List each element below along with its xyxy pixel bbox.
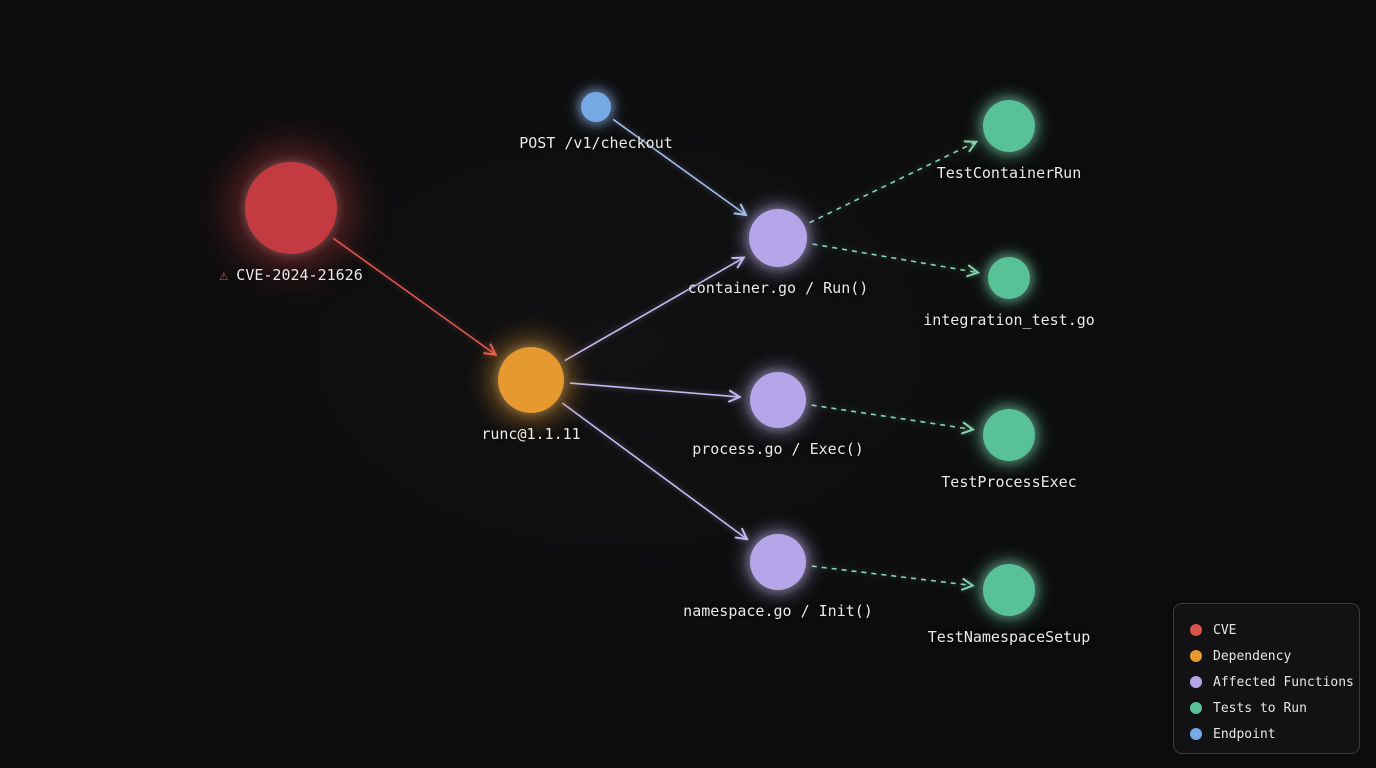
warning-icon: ⚠ [219, 266, 229, 284]
legend-dot [1190, 624, 1202, 636]
legend-item-endpoint: Endpoint [1190, 721, 1343, 747]
node-dependency-runc[interactable] [498, 347, 564, 413]
edge-fn-container-run-to-test-integration-file [812, 243, 978, 273]
node-label-fn-process-exec: process.go / Exec() [692, 440, 864, 458]
node-label-text: CVE-2024-21626 [236, 266, 363, 284]
edge-dependency-runc-to-fn-process-exec [569, 382, 739, 397]
node-cve[interactable] [245, 162, 337, 254]
node-fn-container-run[interactable] [749, 209, 807, 267]
node-test-container-run[interactable] [983, 100, 1035, 152]
legend-dot [1190, 728, 1202, 740]
edge-fn-process-exec-to-test-process-exec [811, 404, 973, 429]
edge-fn-container-run-to-test-container-run [809, 142, 976, 224]
node-label-fn-container-run: container.go / Run() [688, 279, 869, 297]
node-label-text: runc@1.1.11 [481, 425, 581, 443]
node-label-test-process-exec: TestProcessExec [941, 473, 1076, 491]
legend-item-dependency: Dependency [1190, 643, 1343, 669]
legend-label: Tests to Run [1213, 700, 1307, 716]
edge-dependency-runc-to-fn-container-run [564, 258, 744, 362]
node-label-text: container.go / Run() [687, 279, 869, 297]
edge-cve-to-dependency-runc [332, 237, 495, 354]
legend-label: Affected Functions [1213, 674, 1354, 690]
node-label-text: integration_test.go [923, 311, 1095, 329]
node-test-process-exec[interactable] [983, 409, 1035, 461]
node-fn-process-exec[interactable] [750, 372, 806, 428]
legend-label: Dependency [1213, 648, 1292, 664]
node-test-namespace-setup[interactable] [983, 564, 1035, 616]
node-label-text: TestNamespaceSetup [927, 628, 1091, 646]
edge-fn-namespace-init-to-test-namespace-setup [811, 565, 973, 585]
legend-item-affected-functions: Affected Functions [1190, 669, 1354, 695]
node-test-integration-file[interactable] [988, 257, 1030, 299]
node-label-cve: ⚠ CVE-2024-21626 [219, 266, 362, 284]
node-fn-namespace-init[interactable] [750, 534, 806, 590]
node-label-endpoint-post-checkout: POST /v1/checkout [519, 134, 673, 152]
legend-dot [1190, 702, 1202, 714]
node-label-text: TestContainerRun [936, 164, 1082, 182]
node-label-text: namespace.go / Init() [683, 602, 873, 620]
node-label-test-namespace-setup: TestNamespaceSetup [928, 628, 1091, 646]
legend-label: Endpoint [1213, 726, 1276, 742]
node-label-text: TestProcessExec [941, 473, 1077, 491]
legend-label: CVE [1213, 622, 1237, 638]
legend-item-tests-to-run: Tests to Run [1190, 695, 1343, 721]
node-label-test-integration-file: integration_test.go [923, 311, 1095, 329]
edge-dependency-runc-to-fn-namespace-init [561, 402, 746, 539]
node-label-text: process.go / Exec() [692, 440, 864, 458]
node-endpoint-post-checkout[interactable] [581, 92, 611, 122]
node-label-fn-namespace-init: namespace.go / Init() [683, 602, 873, 620]
legend-item-cve: CVE [1190, 617, 1343, 643]
node-label-dependency-runc: runc@1.1.11 [481, 425, 580, 443]
node-label-text: POST /v1/checkout [519, 134, 673, 152]
node-label-test-container-run: TestContainerRun [937, 164, 1082, 182]
legend-dot [1190, 676, 1202, 688]
legend-dot [1190, 650, 1202, 662]
